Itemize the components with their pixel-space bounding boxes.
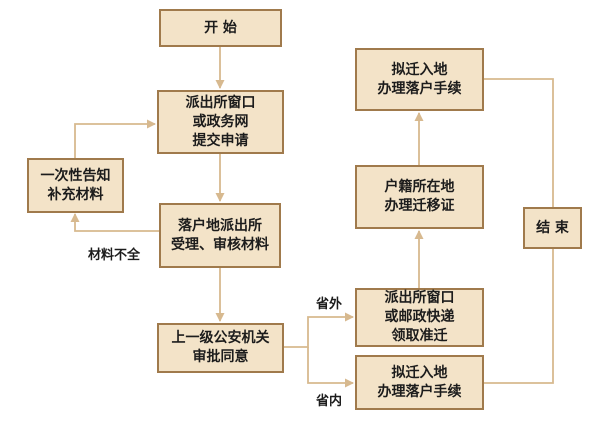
node-settle-top: 拟迁入地 办理落户手续 <box>355 48 484 111</box>
node-submit-label: 派出所窗口 或政务网 提交申请 <box>185 94 256 149</box>
node-settle-top-label: 拟迁入地 办理落户手续 <box>377 61 462 97</box>
node-start: 开 始 <box>159 9 282 47</box>
edge-label-in-province: 省内 <box>316 394 343 409</box>
node-notify-label: 一次性告知 补充材料 <box>40 167 111 203</box>
node-collect: 派出所窗口 或邮政快递 领取准迁 <box>355 288 484 347</box>
arrow-review-to-notify <box>70 213 159 232</box>
node-collect-label: 派出所窗口 或邮政快递 领取准迁 <box>384 290 455 344</box>
node-settle-bottom: 拟迁入地 办理落户手续 <box>355 355 484 410</box>
node-settle-bottom-label: 拟迁入地 办理落户手续 <box>377 364 462 400</box>
node-notify: 一次性告知 补充材料 <box>27 158 124 213</box>
node-end: 结 束 <box>523 207 582 249</box>
node-submit: 派出所窗口 或政务网 提交申请 <box>157 90 284 154</box>
node-approve-label: 上一级公安机关 审批同意 <box>171 330 270 365</box>
node-migrate-label: 户籍所在地 办理迁移证 <box>384 179 455 214</box>
node-start-label: 开 始 <box>204 19 237 36</box>
arrow-notify-to-submit <box>74 119 156 158</box>
arrow-approve-to-collect <box>284 312 354 348</box>
arrow-approve-to-settle-bottom <box>307 347 354 388</box>
edge-label-incomplete: 材料不全 <box>88 248 141 263</box>
node-review: 落户地派出所 受理、审核材料 <box>159 203 281 268</box>
node-end-label: 结 束 <box>536 219 569 236</box>
node-review-label: 落户地派出所 受理、审核材料 <box>171 217 269 253</box>
node-migrate: 户籍所在地 办理迁移证 <box>355 165 484 229</box>
line-settle-bottom-to-end <box>484 249 554 384</box>
line-settle-top-to-end <box>484 78 554 207</box>
node-approve: 上一级公安机关 审批同意 <box>157 323 284 373</box>
edge-label-out-province: 省外 <box>316 297 343 312</box>
